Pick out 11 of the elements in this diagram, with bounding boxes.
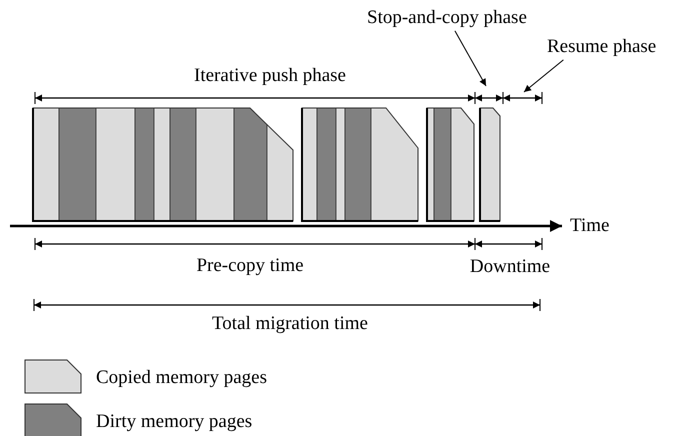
duration-label: Downtime [470, 256, 550, 278]
duration-label: Total migration time [212, 314, 368, 334]
duration-label: Pre-copy time [196, 256, 304, 276]
phase-label: Resume phase [547, 37, 656, 58]
phase-label: Stop-and-copy phase [367, 8, 527, 29]
axis-label: Time [570, 216, 610, 236]
legend-label: Dirty memory pages [96, 412, 252, 432]
phase-label: Iterative push phase [194, 66, 346, 86]
legend-label: Copied memory pages [96, 368, 267, 388]
leader-arrow [454, 30, 486, 86]
leader-arrow [524, 59, 564, 92]
